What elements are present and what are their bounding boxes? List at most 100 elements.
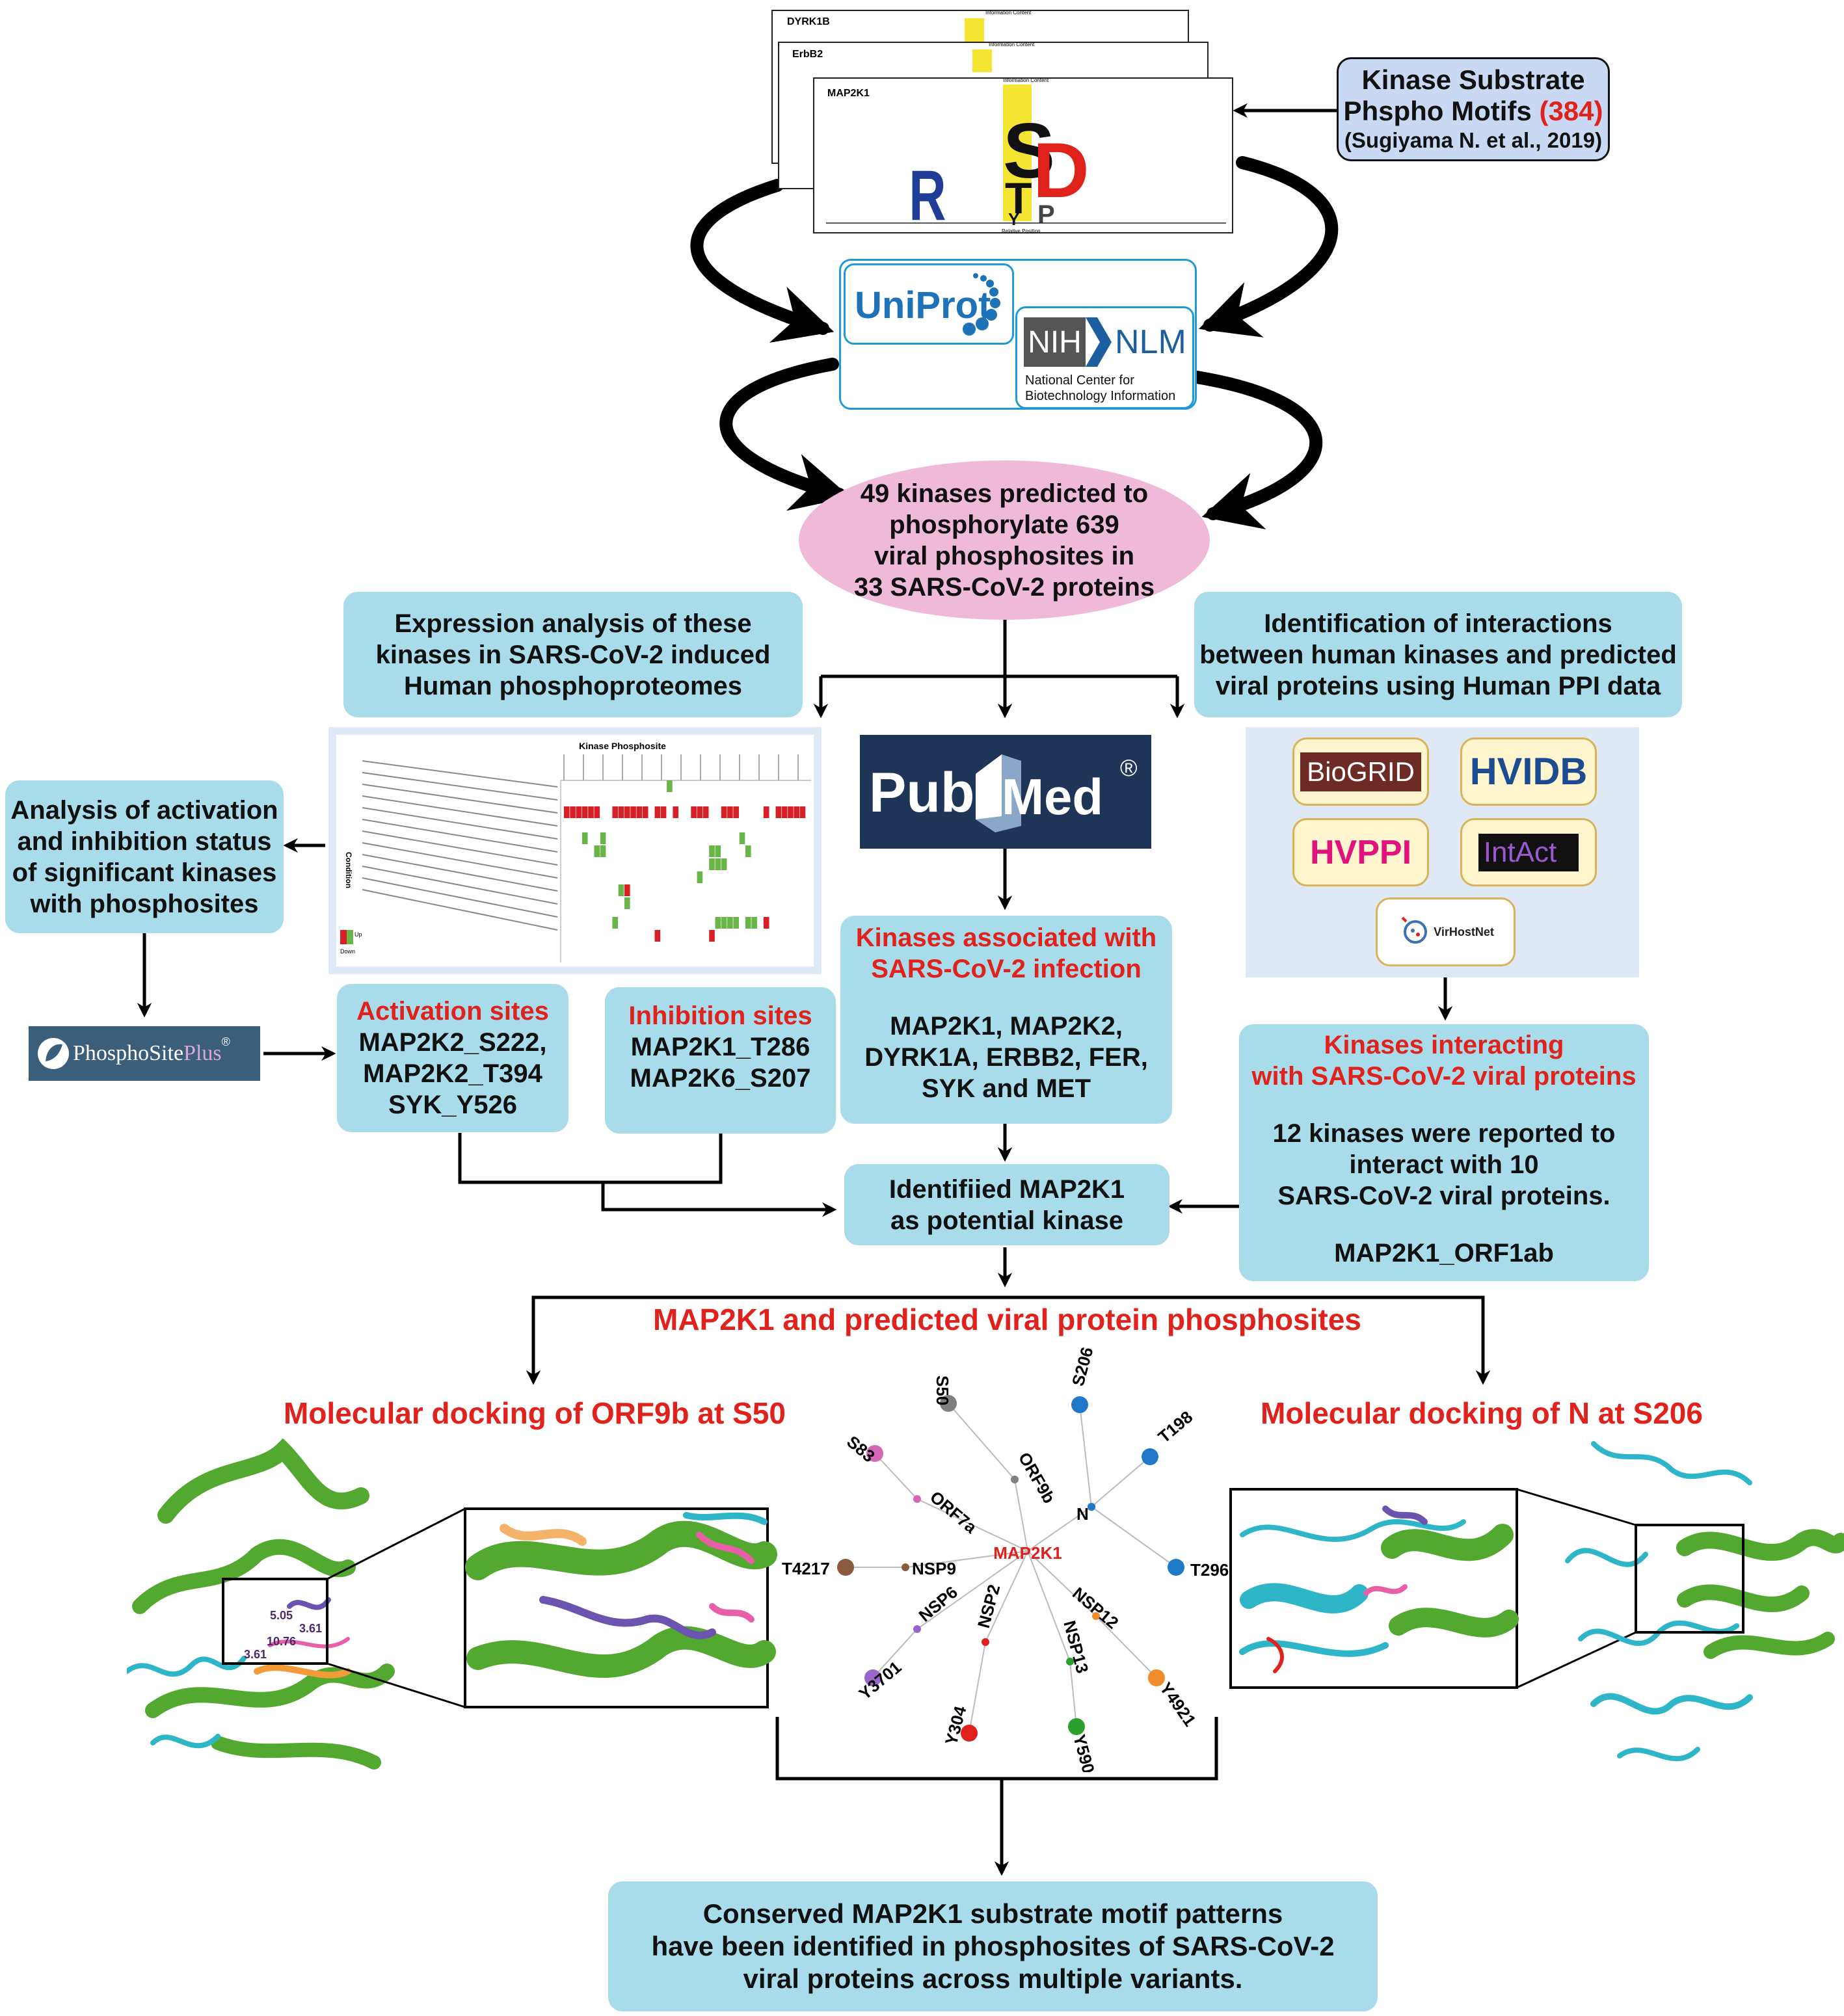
analysis-line-4: with phosphosites [30, 889, 259, 918]
identified-line-2: as potential kinase [890, 1206, 1123, 1235]
motif-card-erbb2-header: Information Content [989, 42, 1035, 47]
analysis-line-3: of significant kinases [12, 858, 277, 887]
expression-line-2: kinases in SARS-CoV-2 induced [375, 640, 771, 669]
section-title: MAP2K1 and predicted viral protein phosp… [653, 1303, 1361, 1336]
ppi-identification-box: Identification of interactions between h… [1194, 592, 1682, 717]
network-site-node [1148, 1669, 1165, 1686]
motif-highlight [1003, 85, 1032, 221]
network-site-node [961, 1725, 978, 1742]
phosphositeplus-plus: Plus [183, 1041, 222, 1065]
biogrid-logo: BioGRID [1292, 737, 1429, 806]
databases-box: UniProt NIH NLM National Center for Biot… [839, 259, 1197, 410]
motif-card-map2k1-header: Information Content [1003, 77, 1049, 83]
nih-chevron-icon [1086, 317, 1112, 367]
network-protein-label: ORF7a [926, 1487, 981, 1537]
motif-letter-t: T [1005, 174, 1032, 223]
associated-title-2: SARS-CoV-2 infection [871, 955, 1142, 983]
nih-text: NIH [1028, 325, 1082, 360]
conclusion-line-3: viral proteins across multiple variants. [743, 1963, 1243, 1994]
uniprot-dots-icon [963, 273, 1000, 336]
heatmap-legend-up-label: Up [354, 931, 362, 938]
heatmap-panel: Kinase Phosphosite Condition Up Down [328, 727, 822, 974]
intact-logo: IntAct [1460, 818, 1597, 886]
activation-inhibition-analysis-box: Analysis of activation and inhibition st… [5, 780, 284, 933]
ncbi-line2: Biotechnology Information [1025, 389, 1176, 403]
motif-letter-p: P [1037, 200, 1055, 229]
associated-line-2: DYRK1A, ERBB2, FER, [864, 1043, 1148, 1072]
network-site-label: S50 [933, 1375, 952, 1405]
activation-sites-box: Activation sites MAP2K2_S222, MAP2K2_T39… [337, 984, 568, 1132]
inhibition-line-1: MAP2K1_T286 [630, 1033, 810, 1061]
motif-card-map2k1-label: MAP2K1 [827, 88, 870, 99]
docking-left-distance-2: 3.61 [244, 1648, 267, 1661]
identified-line-1: Identifiied MAP2K1 [889, 1174, 1125, 1204]
interacting-line-1: 12 kinases were reported to [1272, 1119, 1616, 1148]
docking-right-zoom-content [1239, 1505, 1519, 1673]
heatmap-col-labels [563, 754, 799, 780]
network-protein-label: N [1076, 1504, 1089, 1524]
network-site-node [1071, 1396, 1088, 1413]
activation-line-1: MAP2K2_S222, [358, 1028, 547, 1057]
conclusion-line-1: Conserved MAP2K1 substrate motif pattern… [702, 1898, 1283, 1929]
network-site-label: T296 [1190, 1560, 1229, 1580]
motifs-line2: Phspho Motifs (384) [1343, 96, 1603, 127]
expression-analysis-box: Expression analysis of these kinases in … [343, 592, 803, 717]
pubmed-book-icon [976, 754, 1021, 832]
nlm-text: NLM [1115, 323, 1186, 361]
interacting-footer: MAP2K1_ORF1ab [1334, 1239, 1554, 1267]
uniprot-logo: UniProt [844, 263, 1014, 345]
bracket-sites [458, 1133, 723, 1184]
activation-title: Activation sites [356, 997, 549, 1026]
network-site-label: T4217 [782, 1559, 830, 1578]
network-site-node [864, 1669, 881, 1686]
hvidb-logo: HVIDB [1460, 737, 1597, 806]
heatmap-legend-down-label: Down [340, 948, 355, 955]
network-protein-node [913, 1625, 921, 1633]
docking-left-structure: 5.05 3.61 10.76 3.61 [127, 1438, 777, 1770]
docking-right-title: Molecular docking of N at S206 [1261, 1396, 1703, 1430]
biogrid-text: BioGRID [1300, 752, 1421, 791]
analysis-line-1: Analysis of activation [10, 795, 278, 825]
motifs-citation: (Sugiyama N. et al., 2019) [1344, 128, 1603, 152]
interaction-line-1: Identification of interactions [1264, 609, 1612, 638]
motif-letter-r: R [909, 155, 946, 235]
network-protein-label: NSP6 [915, 1582, 961, 1626]
pubmed-med: Med [1002, 768, 1103, 825]
associated-line-1: MAP2K1, MAP2K2, [890, 1012, 1123, 1041]
interacting-line-3: SARS-CoV-2 viral proteins. [1277, 1182, 1610, 1210]
bracket-bottom [775, 1717, 1218, 1781]
heatmap-cells [564, 780, 806, 942]
curve-left-2 [719, 358, 851, 511]
ncbi-line1: National Center for [1025, 373, 1134, 388]
associated-title-1: Kinases associated with [855, 923, 1157, 952]
inhibition-line-2: MAP2K6_S207 [630, 1064, 811, 1093]
conclusion-line-2: have been identified in phosphosites of … [651, 1931, 1335, 1961]
associated-line-3: SYK and MET [921, 1074, 1091, 1103]
ncbi-logo: NIH NLM National Center for Biotechnolog… [1015, 306, 1194, 409]
network-site-label: Y5906 [1069, 1732, 1101, 1772]
hvppi-text: HVPPI [1309, 833, 1412, 871]
protein-ribbon-right [1565, 1441, 1844, 1762]
interacting-title-2: with SARS-CoV-2 viral proteins [1251, 1062, 1637, 1091]
interaction-line-2: between human kinases and predicted [1199, 640, 1677, 669]
virhostnet-logo: VirHostNet [1376, 897, 1516, 966]
network-site-node [1142, 1448, 1158, 1465]
curve-left-1 [690, 179, 835, 343]
hvppi-logo: HVPPI [1292, 818, 1429, 886]
phosphositeplus-logo: PhosphoSite Plus ® [29, 1026, 260, 1081]
identified-map2k1-box: Identifiied MAP2K1 as potential kinase [844, 1164, 1169, 1245]
motifs-line1: Kinase Substrate [1361, 64, 1585, 95]
motifs-count: (384) [1539, 96, 1603, 126]
curve-right-2 [1190, 371, 1323, 529]
interaction-line-3: viral proteins using Human PPI data [1215, 671, 1661, 700]
network-site-node [1168, 1559, 1184, 1576]
motifs-source-box: Kinase Substrate Phspho Motifs (384) (Su… [1337, 57, 1610, 161]
motif-letter-d: D [1033, 127, 1089, 214]
network-protein-node-n [1088, 1503, 1095, 1511]
network-site-label: Y4921 [1156, 1678, 1200, 1730]
expression-line-3: Human phosphoproteomes [403, 671, 743, 700]
docking-left-zoom-content [465, 1512, 777, 1678]
network-center-label: MAP2K1 [993, 1543, 1062, 1563]
pubmed-pub: Pub [869, 762, 975, 824]
network-protein-node [913, 1495, 921, 1503]
